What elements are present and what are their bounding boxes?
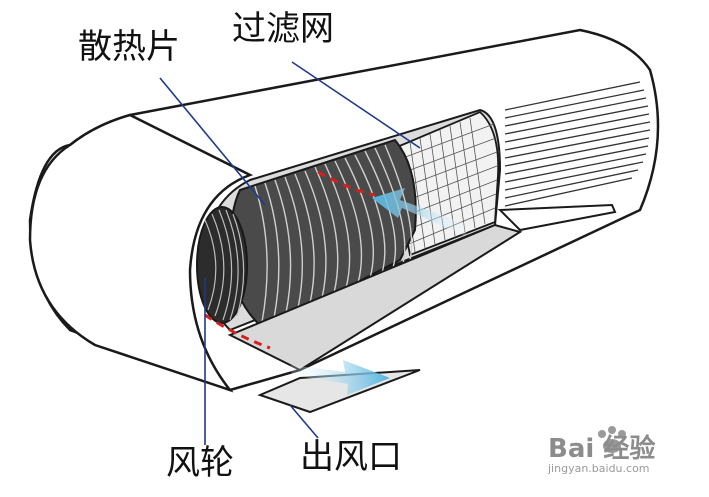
heat-sink-fins [228, 138, 417, 332]
watermark-url: jingyan.baidu.com [548, 462, 650, 475]
air-intake-arrow [372, 188, 470, 236]
leader-outlet [289, 404, 319, 439]
leader-filter [291, 61, 421, 149]
leader-fins [159, 77, 266, 206]
ac-end-cap [28, 113, 254, 393]
label-fan-wheel: 风轮 [166, 443, 234, 483]
label-air-outlet: 出风口 [300, 437, 402, 477]
outlet-lower-plate [227, 223, 523, 372]
right-vent-grille [504, 81, 651, 207]
label-heat-sink-fins: 散热片 [78, 27, 180, 67]
fan-wheel [196, 206, 248, 324]
label-filter-mesh: 过滤网 [232, 9, 334, 49]
watermark-logo: Bai 经验 [548, 434, 656, 464]
air-outlet-arrow [290, 360, 390, 395]
airflow-path-dashed [317, 170, 376, 197]
airflow-path-dashed-lower [204, 313, 271, 350]
paw-icon [598, 426, 626, 453]
leader-lines [159, 61, 421, 445]
outlet-louver [497, 203, 617, 232]
